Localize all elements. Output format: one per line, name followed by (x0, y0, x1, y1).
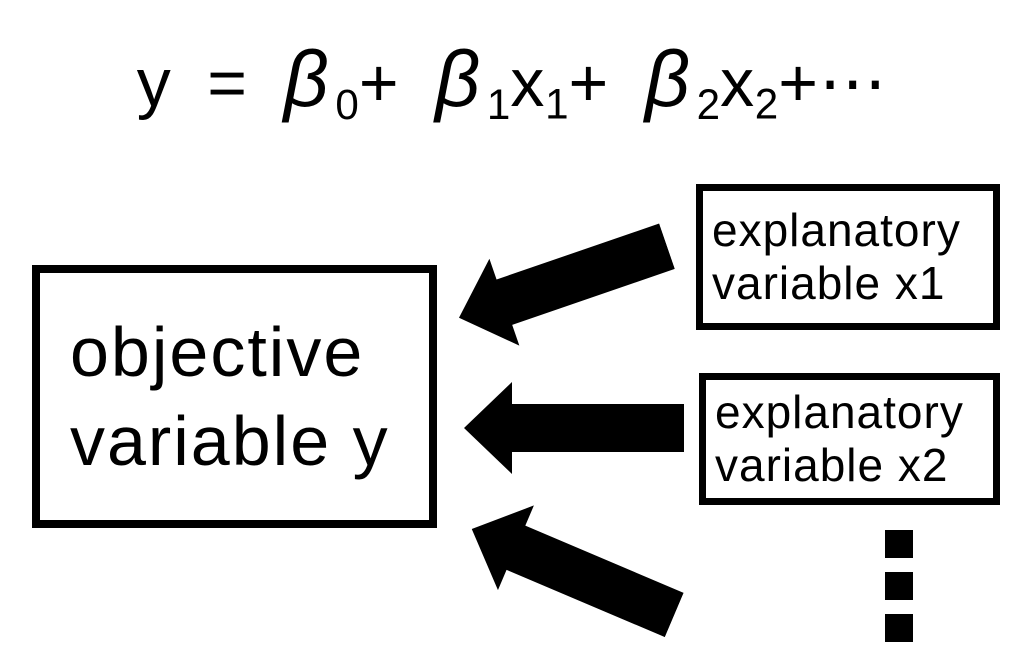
ellipsis-dot (885, 572, 913, 600)
explanatory-variable-x2-box: explanatory variable x2 (699, 373, 1000, 505)
explanatory-x1-line1: explanatory (712, 203, 961, 256)
formula-token: 0 (335, 80, 359, 128)
formula-token: 2 (754, 80, 779, 128)
formula-token: +⋯ (778, 45, 888, 121)
formula-token: + (568, 45, 645, 121)
objective-variable-box: objective variable y (32, 265, 437, 528)
formula-token: y = (136, 45, 284, 121)
formula-token: 1 (486, 80, 511, 128)
ellipsis-dot (885, 530, 913, 558)
explanatory-x2-line1: explanatory (715, 385, 964, 438)
formula-token: β (435, 35, 481, 123)
formula-token: 2 (696, 80, 721, 128)
vertical-ellipsis-icon (885, 530, 913, 642)
arrow-more-to-y-icon (454, 487, 692, 658)
formula-token: + (358, 45, 436, 121)
arrow-x2-to-y-icon (464, 382, 684, 474)
explanatory-x2-line2: variable x2 (715, 439, 949, 491)
ellipsis-dot (885, 614, 913, 642)
objective-variable-line1: objective (70, 313, 365, 392)
explanatory-x1-line2: variable x1 (712, 257, 946, 309)
arrow-x1-to-y-icon (444, 203, 682, 362)
objective-variable-line2: variable y (70, 401, 390, 480)
explanatory-variable-x1-box: explanatory variable x1 (696, 184, 1000, 330)
formula-token: β (644, 35, 690, 123)
formula-token: x (510, 45, 546, 121)
formula-token: 1 (545, 80, 569, 128)
formula-token: x (720, 45, 755, 121)
formula-token: β (283, 35, 329, 123)
